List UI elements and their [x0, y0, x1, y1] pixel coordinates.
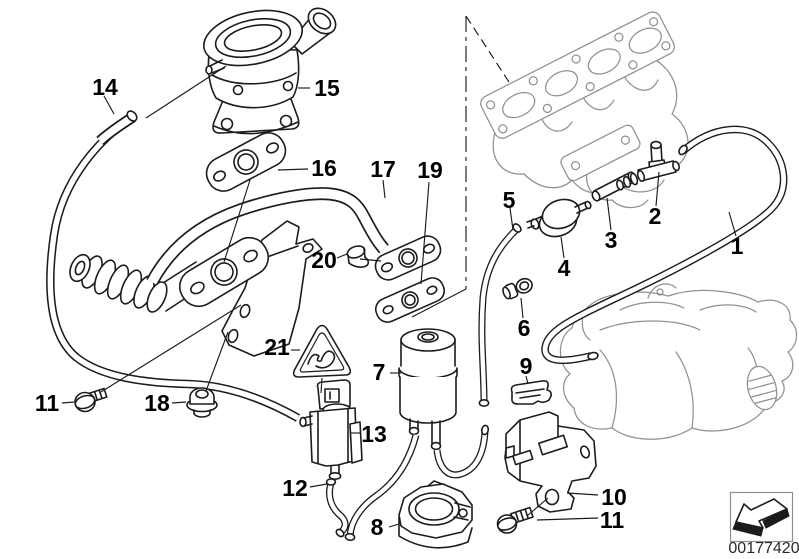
- leader-hose14-to-valve: [145, 65, 227, 119]
- callout-16[interactable]: 16: [311, 155, 337, 181]
- leader-9: [525, 375, 529, 385]
- part-14-vacuum-hose: [46, 110, 301, 422]
- leader-gasket16-to-pump: [223, 179, 251, 263]
- callout-19[interactable]: 19: [417, 157, 443, 183]
- callout-8[interactable]: 8: [371, 514, 384, 540]
- leader-20: [336, 253, 348, 259]
- callout-13[interactable]: 13: [361, 421, 387, 447]
- callout-12[interactable]: 12: [282, 475, 308, 501]
- leader-lines: [61, 65, 737, 528]
- part-21-warning-label: [292, 324, 352, 378]
- hose-open-end: [126, 110, 138, 122]
- callout-11-lower[interactable]: 11: [600, 507, 625, 533]
- callout-15[interactable]: 15: [314, 75, 340, 101]
- leader-3: [606, 197, 612, 231]
- leader-17: [382, 179, 386, 199]
- part-7-vacuum-reservoir: [398, 328, 458, 451]
- leader-1: [728, 211, 737, 237]
- part-4-check-valve: [526, 198, 592, 238]
- part-8-holder: [398, 480, 473, 549]
- reservoir-port-right: [431, 420, 441, 446]
- part-2-t-connector: [615, 140, 680, 191]
- callout-4[interactable]: 4: [558, 255, 571, 281]
- part-15-air-valve: [202, 7, 337, 135]
- callout-21[interactable]: 21: [264, 334, 290, 360]
- leader-bracket-to-grommet18: [205, 331, 229, 392]
- image-id-block: 00177420: [728, 491, 799, 557]
- callout-5[interactable]: 5: [503, 187, 516, 213]
- callout-6[interactable]: 6: [518, 315, 531, 341]
- callout-9[interactable]: 9: [520, 353, 533, 379]
- connection-lines: [411, 15, 510, 318]
- leader-19: [420, 181, 430, 285]
- leader-11-upper: [61, 401, 75, 404]
- datum-leader: [411, 288, 467, 318]
- leader-4: [560, 236, 565, 259]
- leader-5: [509, 207, 514, 231]
- leader-triangle-to-valve13: [320, 377, 323, 394]
- part-1-hose: [541, 125, 788, 364]
- callout-18[interactable]: 18: [144, 390, 170, 416]
- part-16-gasket: [205, 132, 287, 192]
- callout-2[interactable]: 2: [649, 203, 662, 229]
- reservoir-hoses: [344, 424, 490, 542]
- down-left-arrow-icon: [732, 498, 790, 537]
- leader-bracket-to-bolt11: [100, 304, 242, 393]
- image-id: 00177420: [728, 540, 799, 557]
- part-12-hose: [325, 478, 349, 538]
- callout-10[interactable]: 10: [601, 484, 627, 510]
- leader-nut20-to-flange: [359, 258, 382, 262]
- part-13-solenoid-valve: [299, 379, 363, 480]
- leader-8: [388, 523, 400, 528]
- part-6-hose-clamp: [502, 277, 533, 300]
- part-19-gasket: [374, 277, 446, 323]
- leader-14: [103, 95, 115, 115]
- callout-labels: 14 15 16 17 19 20 5 2 3 4 1 6 9 21 7 11 …: [35, 74, 744, 540]
- leader-10: [566, 492, 599, 496]
- callout-7[interactable]: 7: [373, 359, 386, 385]
- part-5-hose: [478, 223, 522, 407]
- leader-6: [520, 297, 524, 319]
- leader-bracket10-to-bolt: [526, 497, 549, 517]
- air-pump-assembly: [69, 220, 323, 357]
- part-10-bracket: [504, 411, 597, 513]
- callout-11-upper[interactable]: 11: [35, 390, 60, 416]
- leader-11-lower: [536, 517, 599, 521]
- callout-14[interactable]: 14: [92, 74, 118, 100]
- part-20-nut: [346, 245, 370, 268]
- leader-18: [171, 401, 187, 404]
- part-11-bolt-upper: [74, 387, 108, 413]
- part-18-grommet: [186, 387, 218, 418]
- leader-12: [309, 483, 328, 488]
- leader-16: [277, 168, 309, 171]
- callout-20[interactable]: 20: [311, 247, 337, 273]
- dashed-datum-line: [465, 15, 510, 83]
- callout-3[interactable]: 3: [605, 227, 618, 253]
- callout-1[interactable]: 1: [731, 233, 744, 259]
- part-9-spring-clip: [510, 380, 552, 405]
- part-11-bolt-lower: [496, 506, 534, 534]
- callout-17[interactable]: 17: [370, 156, 396, 182]
- leader-2: [655, 171, 660, 207]
